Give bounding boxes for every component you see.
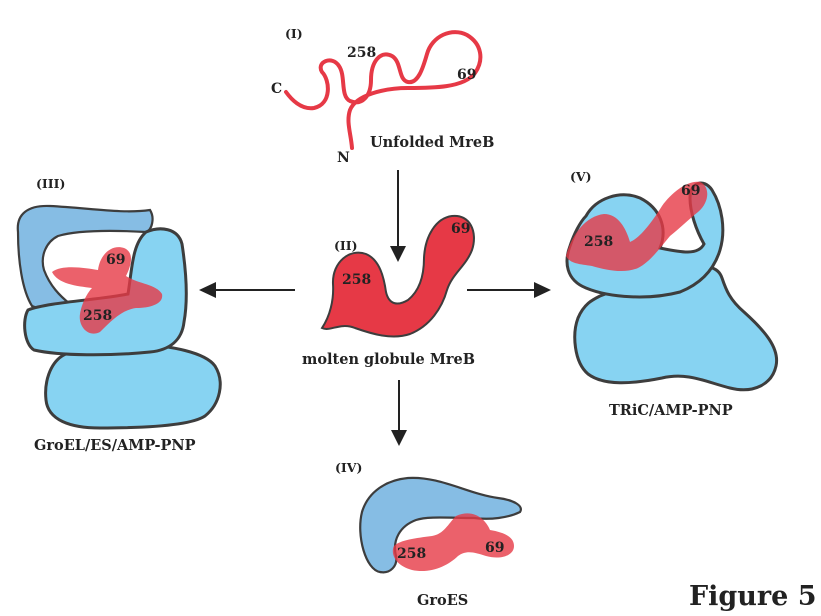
- arrow-right-icon: [467, 282, 551, 298]
- panel-iii-marker: (III): [36, 176, 65, 191]
- panel-v: (V) 69 258 TRiC/AMP-PNP: [565, 169, 779, 419]
- panel-iv: (IV) 258 69 GroES: [335, 460, 522, 609]
- groel-lower-shape: [44, 342, 222, 430]
- bound-mreb-shape: [566, 181, 708, 272]
- panel-iii: (III) 69 258 GroEL/ES/AMP-PNP: [16, 176, 222, 454]
- arrow-down-icon: [390, 170, 406, 262]
- bound-mreb-shape: [52, 247, 163, 334]
- residue-69-label: 69: [457, 67, 476, 83]
- panel-iv-marker: (IV): [335, 460, 362, 475]
- arrow-down-icon: [391, 380, 407, 446]
- arrow-left-icon: [199, 282, 295, 298]
- c-terminus-label: C: [271, 81, 282, 97]
- residue-258-label: 258: [397, 546, 426, 562]
- molten-globule-shape: [320, 214, 475, 338]
- residue-69-label: 69: [451, 221, 470, 237]
- residue-258-label: 258: [342, 272, 371, 288]
- residue-258-label: 258: [347, 45, 376, 61]
- unfolded-chain: [284, 30, 483, 150]
- panel-i-marker: (I): [285, 26, 303, 41]
- groel-caption: GroEL/ES/AMP-PNP: [34, 437, 196, 454]
- bound-mreb-shape: [392, 513, 514, 572]
- unfolded-mreb-caption: Unfolded MreB: [370, 134, 494, 151]
- panel-ii-marker: (II): [334, 238, 358, 253]
- residue-258-label: 258: [83, 308, 112, 324]
- molten-globule-caption: molten globule MreB: [302, 351, 475, 368]
- residue-69-label: 69: [485, 540, 504, 556]
- residue-258-label: 258: [584, 234, 613, 250]
- residue-69-label: 69: [681, 183, 700, 199]
- groes-caption: GroES: [417, 592, 468, 609]
- figure-label: Figure 5: [689, 581, 817, 612]
- panel-v-marker: (V): [570, 169, 592, 184]
- panel-ii: (II) 258 69 molten globule MreB: [302, 214, 475, 368]
- n-terminus-label: N: [337, 150, 350, 166]
- residue-69-label: 69: [106, 252, 125, 268]
- panel-i: (I) 258 69 C N Unfolded MreB: [271, 26, 494, 166]
- tric-caption: TRiC/AMP-PNP: [609, 402, 733, 419]
- arrows: [199, 170, 551, 446]
